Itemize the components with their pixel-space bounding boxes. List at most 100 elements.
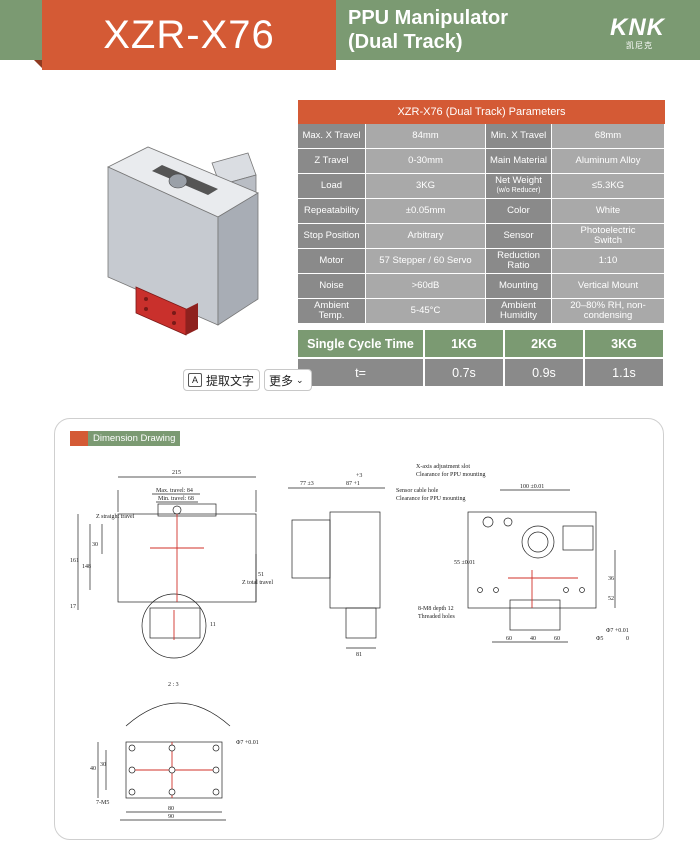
dimension-drawing: 215 Max. travel: 84 Min. travel: 68 161 … bbox=[70, 464, 629, 821]
dim-z-straight: Z straight travel bbox=[96, 514, 135, 520]
param-value: 0-30mm bbox=[366, 149, 486, 174]
label-m8-b: Threaded holes bbox=[418, 614, 455, 620]
param-value: 68mm bbox=[552, 124, 665, 149]
param-label: Motor bbox=[298, 249, 366, 274]
cycle-value-row: t= 0.7s 0.9s 1.1s bbox=[298, 359, 665, 388]
param-row: Load 3KG Net Weight (w/o Reducer) ≤5.3KG bbox=[298, 174, 665, 199]
header-banner: XZR-X76 PPU Manipulator (Dual Track) KNK… bbox=[0, 0, 700, 70]
label-sensor: Sensor cable hole bbox=[396, 488, 439, 494]
param-label: Sensor bbox=[486, 224, 552, 249]
dim-36: 36 bbox=[608, 576, 614, 582]
dim-87: 87 +1 bbox=[346, 481, 360, 487]
param-value: Arbitrary bbox=[366, 224, 486, 249]
param-value: ≤5.3KG bbox=[552, 174, 665, 199]
param-value: 84mm bbox=[366, 124, 486, 149]
param-row: Ambient Temp. 5-45°C Ambient Humidity 20… bbox=[298, 299, 665, 324]
param-label-net-weight: Net Weight (w/o Reducer) bbox=[486, 174, 552, 199]
dimension-tag-label: Dimension Drawing bbox=[88, 431, 181, 446]
dim-52: 52 bbox=[608, 596, 614, 602]
param-value: 20–80% RH, non-condensing bbox=[552, 299, 665, 324]
param-row: Motor 57 Stepper / 60 Servo Reduction Ra… bbox=[298, 249, 665, 274]
param-label: Mounting bbox=[486, 274, 552, 299]
dim-30-b: 30 bbox=[100, 762, 106, 768]
param-label: Net Weight bbox=[495, 175, 542, 186]
header-fold bbox=[34, 60, 44, 70]
label-sensor-2: Clearance for PPU mounting bbox=[396, 495, 466, 502]
param-value: >60dB bbox=[366, 274, 486, 299]
text-scan-icon: A bbox=[188, 373, 202, 387]
dim-phi7: Φ7 +0.01 bbox=[606, 628, 629, 634]
dim-90: 90 bbox=[168, 814, 174, 820]
dim-215: 215 bbox=[172, 470, 181, 476]
param-label: Z Travel bbox=[298, 149, 366, 174]
param-value: 1:10 bbox=[552, 249, 665, 274]
dim-11: 11 bbox=[210, 622, 216, 628]
dim-51: 51 bbox=[258, 572, 264, 578]
param-label: Noise bbox=[298, 274, 366, 299]
param-row: Stop Position Arbitrary Sensor Photoelec… bbox=[298, 224, 665, 249]
label-m5: 7-M5 bbox=[96, 800, 109, 806]
dim-80: 80 bbox=[168, 806, 174, 812]
dim-min-travel: Min. travel: 68 bbox=[158, 496, 194, 502]
param-label: Ambient Humidity bbox=[486, 299, 552, 324]
param-value: Photoelectric Switch bbox=[552, 224, 665, 249]
param-value: White bbox=[552, 199, 665, 224]
param-value: Aluminum Alloy bbox=[552, 149, 665, 174]
dim-17: 17 bbox=[70, 604, 76, 610]
title-line-1: PPU Manipulator bbox=[348, 7, 509, 29]
dimension-tag-marker bbox=[70, 431, 88, 446]
label-x-adjust-2: Clearance for PPU mounting bbox=[416, 471, 486, 478]
param-label: Reduction Ratio bbox=[486, 249, 552, 274]
cycle-header-3kg: 3KG bbox=[585, 330, 665, 359]
label-x-adjust: X-axis adjustment slot bbox=[416, 464, 470, 470]
dim-148: 148 bbox=[82, 564, 91, 570]
dim-scale: 2 : 3 bbox=[168, 682, 179, 688]
dim-zero: 0 bbox=[626, 636, 629, 642]
param-label: Main Material bbox=[486, 149, 552, 174]
param-value: ±0.05mm bbox=[366, 199, 486, 224]
cycle-header-row: Single Cycle Time 1KG 2KG 3KG bbox=[298, 330, 665, 359]
param-label-sub: (w/o Reducer) bbox=[496, 187, 541, 194]
param-row: Z Travel 0-30mm Main Material Aluminum A… bbox=[298, 149, 665, 174]
dim-55: 55 ±0.01 bbox=[454, 560, 475, 566]
model-name: XZR-X76 bbox=[103, 12, 275, 57]
cycle-value-1kg: 0.7s bbox=[425, 359, 505, 388]
dim-plus3: +3 bbox=[356, 473, 362, 479]
param-label: Color bbox=[486, 199, 552, 224]
title-line-2: (Dual Track) bbox=[348, 31, 463, 53]
header-model-block bbox=[42, 0, 336, 70]
dim-z-total: Z total travel bbox=[242, 580, 273, 586]
dimension-tag: Dimension Drawing bbox=[70, 431, 181, 446]
dim-phi5: Φ5 bbox=[596, 636, 603, 642]
param-label: Load bbox=[298, 174, 366, 199]
brand-logo: KNK bbox=[610, 14, 665, 41]
param-label: Stop Position bbox=[298, 224, 366, 249]
dim-100: 100 ±0.01 bbox=[520, 484, 544, 490]
product-image bbox=[107, 146, 259, 336]
param-label: Min. X Travel bbox=[486, 124, 552, 149]
dim-60-a: 60 bbox=[506, 636, 512, 642]
dim-81: 81 bbox=[356, 652, 362, 658]
more-button[interactable]: 更多 ⌄ bbox=[264, 369, 312, 391]
chevron-down-icon: ⌄ bbox=[296, 374, 304, 385]
dim-40-b: 40 bbox=[90, 766, 96, 772]
parameters-table: XZR-X76 (Dual Track) Parameters Max. X T… bbox=[298, 100, 665, 324]
more-label: 更多 bbox=[269, 373, 294, 388]
cycle-value-2kg: 0.9s bbox=[505, 359, 585, 388]
param-row: Repeatability ±0.05mm Color White bbox=[298, 199, 665, 224]
extract-text-label: 提取文字 bbox=[206, 373, 255, 388]
dim-phi7-small: Φ7 +0.01 bbox=[236, 740, 259, 746]
param-label: Ambient Temp. bbox=[298, 299, 366, 324]
cycle-value-label: t= bbox=[298, 359, 425, 388]
extract-text-button[interactable]: A 提取文字 bbox=[183, 369, 260, 391]
cycle-header-2kg: 2KG bbox=[505, 330, 585, 359]
dim-40: 40 bbox=[530, 636, 536, 642]
param-label: Max. X Travel bbox=[298, 124, 366, 149]
param-row: Noise >60dB Mounting Vertical Mount bbox=[298, 274, 665, 299]
cycle-value-3kg: 1.1s bbox=[585, 359, 665, 388]
cycle-time-table: Single Cycle Time 1KG 2KG 3KG t= 0.7s 0.… bbox=[298, 330, 665, 388]
dim-77: 77 ±3 bbox=[300, 481, 314, 487]
param-value: 57 Stepper / 60 Servo bbox=[366, 249, 486, 274]
dim-161: 161 bbox=[70, 558, 79, 564]
cycle-header-label: Single Cycle Time bbox=[298, 330, 425, 359]
